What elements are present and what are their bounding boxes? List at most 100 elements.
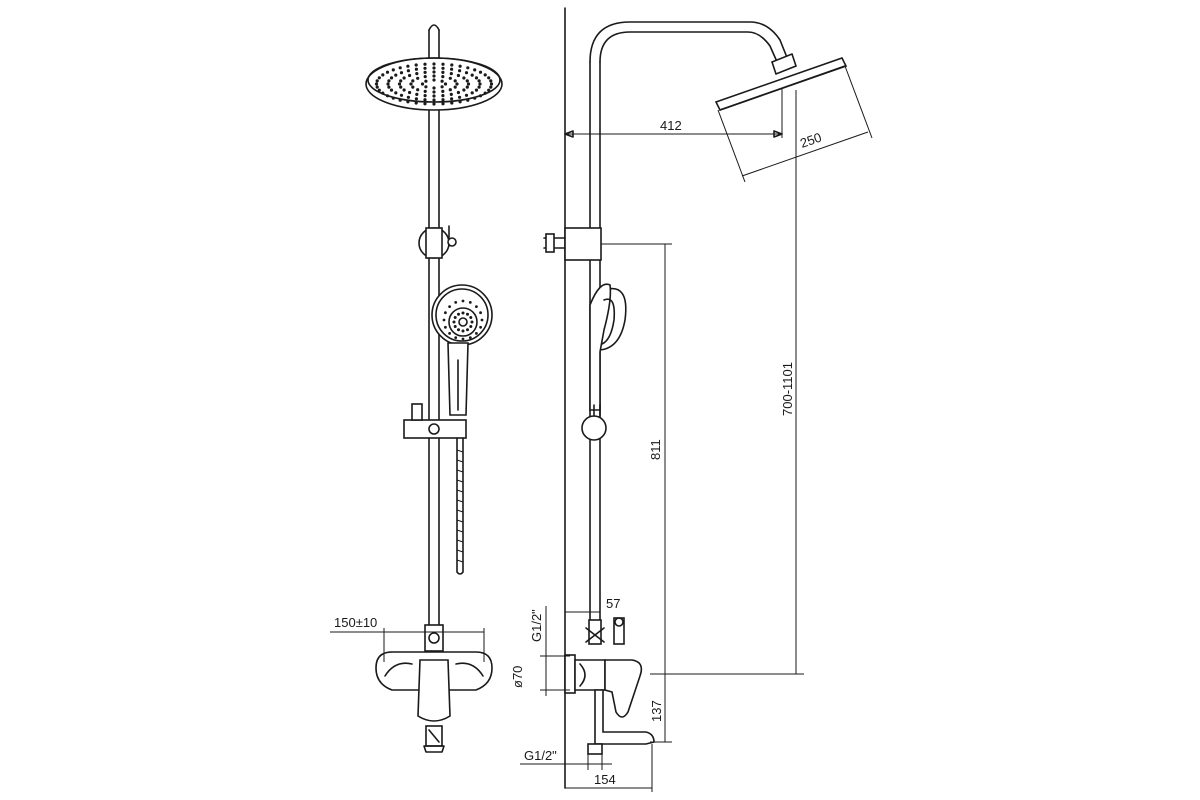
- hand-nozzle-dot: [479, 311, 482, 315]
- nozzle-dot: [381, 91, 385, 95]
- dim-tap-spacing: 150±10: [330, 615, 485, 662]
- nozzle-dot: [478, 82, 482, 86]
- nozzle-dot: [424, 85, 428, 89]
- front-hose: [456, 437, 464, 575]
- nozzle-dot: [466, 82, 471, 86]
- nozzle-dot: [375, 85, 379, 89]
- dim-arm-reach-label: 412: [660, 118, 682, 133]
- nozzle-dot: [377, 76, 381, 80]
- nozzle-dot: [455, 82, 459, 86]
- hand-nozzle-dot: [480, 318, 484, 322]
- nozzle-dot: [441, 66, 445, 70]
- front-slide-bracket: [403, 403, 467, 439]
- dim-tap-spacing-label: 150±10: [334, 615, 377, 630]
- nozzle-dot: [448, 76, 452, 80]
- nozzle-dot: [456, 90, 460, 95]
- hand-nozzle-dot: [475, 332, 478, 335]
- nozzle-dot: [466, 98, 470, 102]
- dim-inlet-lower: G1/2": [520, 748, 612, 770]
- dim-slide-height-label: 811: [648, 439, 663, 460]
- nozzle-dot: [415, 72, 419, 76]
- nozzle-dot: [441, 62, 445, 66]
- nozzle-dot: [399, 71, 404, 75]
- nozzle-dot: [411, 79, 415, 83]
- nozzle-dot: [432, 86, 436, 90]
- nozzle-dot: [478, 94, 483, 98]
- nozzle-dot: [440, 85, 444, 89]
- nozzle-dot: [406, 64, 410, 68]
- nozzle-dot: [449, 72, 453, 76]
- nozzle-dot: [406, 95, 410, 99]
- nozzle-dot: [473, 68, 477, 72]
- nozzle-dot: [387, 79, 391, 83]
- nozzle-dot: [389, 88, 394, 92]
- dim-spout-height: 137: [649, 674, 672, 743]
- nozzle-dot: [399, 85, 403, 89]
- nozzle-dot: [423, 94, 427, 98]
- nozzle-dot: [465, 79, 469, 83]
- nozzle-dot: [478, 70, 483, 74]
- nozzle-dot: [477, 79, 481, 83]
- dim-arm-reach: 412: [564, 88, 783, 138]
- side-view: 412 250 811 700-1101 57: [510, 7, 873, 792]
- nozzle-dot: [408, 90, 412, 95]
- nozzle-dot: [385, 70, 390, 74]
- nozzle-dot: [474, 88, 479, 92]
- hand-nozzle-dot: [444, 325, 447, 329]
- nozzle-dot: [423, 89, 427, 93]
- hand-nozzle-dot: [469, 316, 473, 319]
- nozzle-dot: [432, 70, 436, 74]
- nozzle-dot: [391, 68, 395, 72]
- nozzle-dot: [450, 67, 454, 71]
- hand-nozzle-dot: [453, 316, 457, 319]
- nozzle-dot: [389, 76, 394, 80]
- nozzle-dot: [458, 69, 462, 73]
- nozzle-dot: [441, 89, 445, 93]
- nozzle-dot: [423, 66, 427, 70]
- front-hand-shower: [431, 284, 493, 416]
- nozzle-dot: [402, 76, 406, 80]
- nozzle-dot: [440, 79, 444, 83]
- nozzle-dot: [391, 96, 395, 100]
- nozzle-dot: [465, 85, 469, 89]
- nozzle-dot: [416, 76, 420, 80]
- nozzle-dot: [464, 93, 469, 97]
- side-slide-knob: [581, 404, 607, 441]
- nozzle-dot: [409, 82, 413, 86]
- dim-head-diameter: 250: [717, 65, 873, 183]
- nozzle-dot: [474, 76, 479, 80]
- dim-escutcheon-label: ø70: [510, 666, 525, 688]
- hand-nozzle-dot: [461, 299, 465, 303]
- nozzle-dot: [489, 82, 494, 86]
- nozzle-dot: [443, 82, 448, 86]
- nozzle-dot: [487, 76, 491, 80]
- hand-nozzle-dot: [466, 312, 469, 316]
- side-hand-shower: [589, 283, 627, 411]
- nozzle-dot: [441, 94, 445, 98]
- hand-nozzle-dot: [457, 328, 460, 332]
- nozzle-dot: [398, 98, 402, 102]
- nozzle-dot: [397, 82, 402, 86]
- nozzle-dot: [432, 66, 436, 70]
- hand-shower-nozzles: [442, 299, 484, 341]
- nozzle-dot: [414, 67, 418, 71]
- hand-nozzle-dot: [461, 337, 465, 341]
- nozzle-dot: [432, 62, 436, 66]
- dim-wall-offset: 57: [565, 596, 620, 620]
- hand-nozzle-dot: [469, 325, 473, 328]
- front-mixer: [375, 624, 493, 753]
- side-mixer: [564, 617, 655, 755]
- hand-nozzle-dot: [452, 320, 456, 324]
- nozzle-dot: [423, 102, 427, 106]
- hand-nozzle-dot: [461, 311, 465, 315]
- side-wall-bracket: [543, 227, 602, 261]
- nozzle-dot: [394, 73, 398, 77]
- nozzle-dot: [450, 63, 454, 67]
- nozzle-dot: [473, 96, 477, 100]
- dim-wall-offset-label: 57: [606, 596, 620, 611]
- nozzle-dot: [423, 98, 427, 102]
- hand-nozzle-dot: [444, 311, 447, 315]
- hand-nozzle-dot: [468, 336, 472, 339]
- nozzle-dot: [487, 88, 491, 92]
- nozzle-dot: [458, 64, 462, 68]
